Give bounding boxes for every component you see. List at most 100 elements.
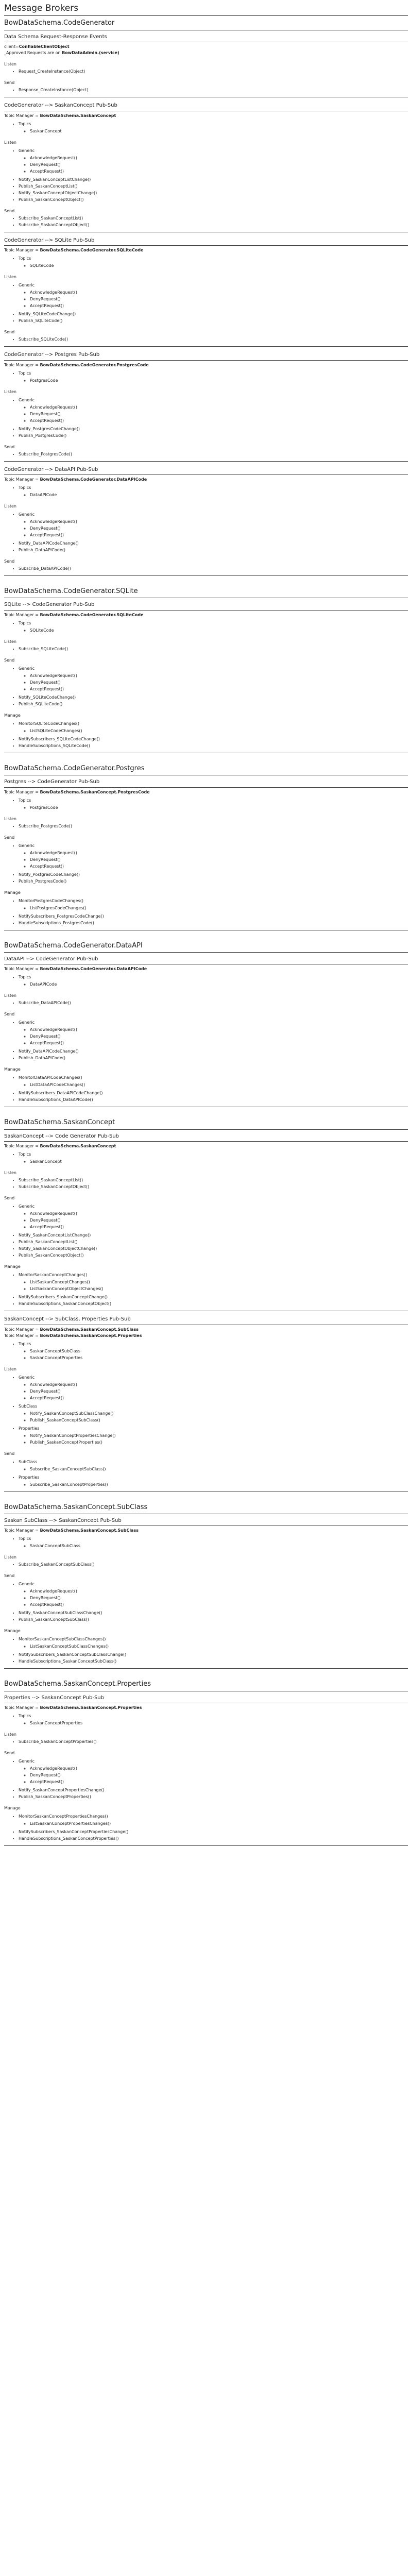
paragraph: Topic Manager = BowDataSchema.SaskanConc…: [4, 1327, 408, 1332]
subsection-title: SaskanConcept --> SubClass, Properties P…: [4, 1316, 408, 1325]
group-label: Listen: [4, 993, 16, 998]
list-item: Subscribe_DataAPICode(): [19, 566, 408, 571]
document-page: Message Brokers BowDataSchema.CodeGenera…: [0, 0, 412, 1863]
list-item: Notify_SaskanConceptSubClassChange(): [19, 1611, 408, 1616]
divider: [4, 346, 408, 347]
subsection-title: CodeGenerator --> SaskanConcept Pub-Sub: [4, 103, 408, 111]
nested-list: AcknowledgeRequest()DenyRequest()AcceptR…: [19, 405, 408, 423]
section-title: BowDataSchema.CodeGenerator.Postgres: [4, 765, 408, 775]
group-label: Send: [4, 1451, 15, 1456]
list-item-label: Notify_PostgresCodeChange(): [19, 426, 80, 431]
list-item-label: Topics: [19, 620, 31, 625]
nested-list-item: AcceptRequest(): [30, 1225, 408, 1230]
list-item-label: Subscribe_DataAPICode(): [19, 566, 71, 571]
list-item-label: Notify_DataAPICodeChange(): [19, 1049, 79, 1054]
list-item-label: MonitorSaskanConceptChanges(): [19, 1273, 88, 1277]
list-item-label: Properties: [19, 1426, 40, 1431]
list-item-label: Generic: [19, 512, 35, 517]
nested-list: Notify_SaskanConceptSubClassChange()Publ…: [19, 1411, 408, 1423]
group-label: Manage: [4, 1264, 21, 1269]
list-item-label: NotifySubscribers_SQLiteCodeChange(): [19, 736, 100, 741]
list-item: TopicsDataAPICode: [19, 485, 408, 498]
list-item: HandleSubscriptions_SaskanConceptSubClas…: [19, 1659, 408, 1664]
list-item: GenericAcknowledgeRequest()DenyRequest()…: [19, 1582, 408, 1607]
list-item: HandleSubscriptions_PostgresCode(): [19, 921, 408, 926]
list-item: TopicsSaskanConcept: [19, 1152, 408, 1164]
list-item: Notify_SQLiteCodeChange(): [19, 312, 408, 317]
divider: [4, 461, 408, 462]
list-item-label: Subscribe_SaskanConceptList(): [19, 215, 83, 221]
list-item-label: Notify_SaskanConceptPropertiesChange(): [19, 1788, 105, 1792]
group-label: Send: [4, 835, 15, 840]
bullet-list: Subscribe_SaskanConceptList()Subscribe_S…: [4, 1178, 408, 1190]
bullet-list: Subscribe_PostgresCode(): [4, 824, 408, 829]
nested-list-item: AcknowledgeRequest(): [30, 1589, 408, 1594]
list-item: Request_CreateInstance(Object): [19, 69, 408, 74]
list-item: Notify_SaskanConceptObjectChange(): [19, 191, 408, 196]
list-item-label: Subscribe_PostgresCode(): [19, 823, 73, 828]
nested-list-item: SaskanConceptProperties: [30, 1721, 408, 1726]
nested-list-item: DenyRequest(): [30, 412, 408, 417]
bullet-list: TopicsSQLiteCode: [4, 256, 408, 268]
list-item-label: Generic: [19, 1204, 35, 1209]
list-item: TopicsSQLiteCode: [19, 256, 408, 268]
nested-list-item: PostgresCode: [30, 378, 408, 383]
nested-list-item: ListSaskanConceptPropertiesChanges(): [30, 1821, 408, 1826]
nested-list: ListSaskanConceptPropertiesChanges(): [19, 1821, 408, 1826]
nested-list: AcknowledgeRequest()DenyRequest()AcceptR…: [19, 156, 408, 174]
bullet-list: TopicsSaskanConceptSubClassSaskanConcept…: [4, 1342, 408, 1361]
nested-list: SQLiteCode: [19, 263, 408, 268]
list-item: HandleSubscriptions_SQLiteCode(): [19, 743, 408, 749]
bullet-list: GenericAcknowledgeRequest()DenyRequest()…: [4, 283, 408, 324]
nested-list-item: SaskanConceptProperties: [30, 1355, 408, 1361]
bullet-list: TopicsPostgresCode: [4, 371, 408, 383]
list-item: Subscribe_PostgresCode(): [19, 452, 408, 457]
list-item-label: HandleSubscriptions_SaskanConceptObject(…: [19, 1301, 112, 1306]
bullet-list: Subscribe_SaskanConceptSubClass(): [4, 1562, 408, 1567]
paragraph: Topic Manager = BowDataSchema.SaskanConc…: [4, 1528, 408, 1533]
subsection: SaskanConcept --> SubClass, Properties P…: [4, 1316, 408, 1492]
bold-run: BowDataSchema.CodeGenerator.PostgresCode: [40, 362, 149, 367]
text-run: Topic Manager =: [4, 1144, 40, 1148]
list-item-label: Topics: [19, 1341, 31, 1346]
section-title: BowDataSchema.SaskanConcept: [4, 1118, 408, 1130]
nested-list: ListSaskanConceptChanges()ListSaskanConc…: [19, 1280, 408, 1292]
nested-list: Notify_SaskanConceptPropertiesChange()Pu…: [19, 1433, 408, 1445]
list-item-label: Subscribe_SaskanConceptProperties(): [19, 1739, 97, 1744]
nested-list: AcknowledgeRequest()DenyRequest()AcceptR…: [19, 519, 408, 538]
list-item-label: Notify_SaskanConceptListChange(): [19, 1233, 91, 1238]
list-item: Publish_SaskanConceptProperties(): [19, 1794, 408, 1800]
list-item-label: HandleSubscriptions_PostgresCode(): [19, 920, 94, 925]
nested-list-item: AcceptRequest(): [30, 303, 408, 309]
bullet-list: TopicsSaskanConcept: [4, 122, 408, 134]
nested-list-item: AcceptRequest(): [30, 1780, 408, 1785]
list-item-label: Request_CreateInstance(Object): [19, 69, 85, 74]
list-item: GenericAcknowledgeRequest()DenyRequest()…: [19, 1759, 408, 1785]
group-label: Manage: [4, 1067, 21, 1072]
bullet-list: GenericAcknowledgeRequest()DenyRequest()…: [4, 843, 408, 884]
subsection-title: CodeGenerator --> DataAPI Pub-Sub: [4, 467, 408, 475]
list-item-label: NotifySubscribers_PostgresCodeChange(): [19, 913, 104, 919]
nested-list: SaskanConcept: [19, 1159, 408, 1164]
page-title: Message Brokers: [4, 3, 408, 16]
nested-list-item: DenyRequest(): [30, 680, 408, 685]
nested-list: AcknowledgeRequest()DenyRequest()AcceptR…: [19, 290, 408, 309]
group-label: Send: [4, 1751, 15, 1755]
paragraph: Topic Manager = BowDataSchema.SaskanConc…: [4, 1144, 408, 1149]
nested-list-item: AcceptRequest(): [30, 1602, 408, 1607]
text-run: Topic Manager =: [4, 789, 40, 794]
nested-list-item: DenyRequest(): [30, 1773, 408, 1778]
list-item-label: Publish_SaskanConceptList(): [19, 183, 78, 189]
section-title: BowDataSchema.CodeGenerator.SQLite: [4, 587, 408, 599]
bullet-list: MonitorSaskanConceptPropertiesChanges()L…: [4, 1814, 408, 1841]
nested-list-item: Notify_SaskanConceptSubClassChange(): [30, 1411, 408, 1416]
list-item: MonitorSaskanConceptSubClassChanges()Lis…: [19, 1637, 408, 1649]
nested-list: AcknowledgeRequest()DenyRequest()AcceptR…: [19, 1211, 408, 1230]
group-label: Send: [4, 1196, 15, 1200]
list-item-label: Topics: [19, 975, 31, 980]
text-run: Topic Manager =: [4, 612, 40, 617]
subsection-title: CodeGenerator --> SQLite Pub-Sub: [4, 238, 408, 246]
section-title: BowDataSchema.SaskanConcept.SubClass: [4, 1503, 408, 1514]
